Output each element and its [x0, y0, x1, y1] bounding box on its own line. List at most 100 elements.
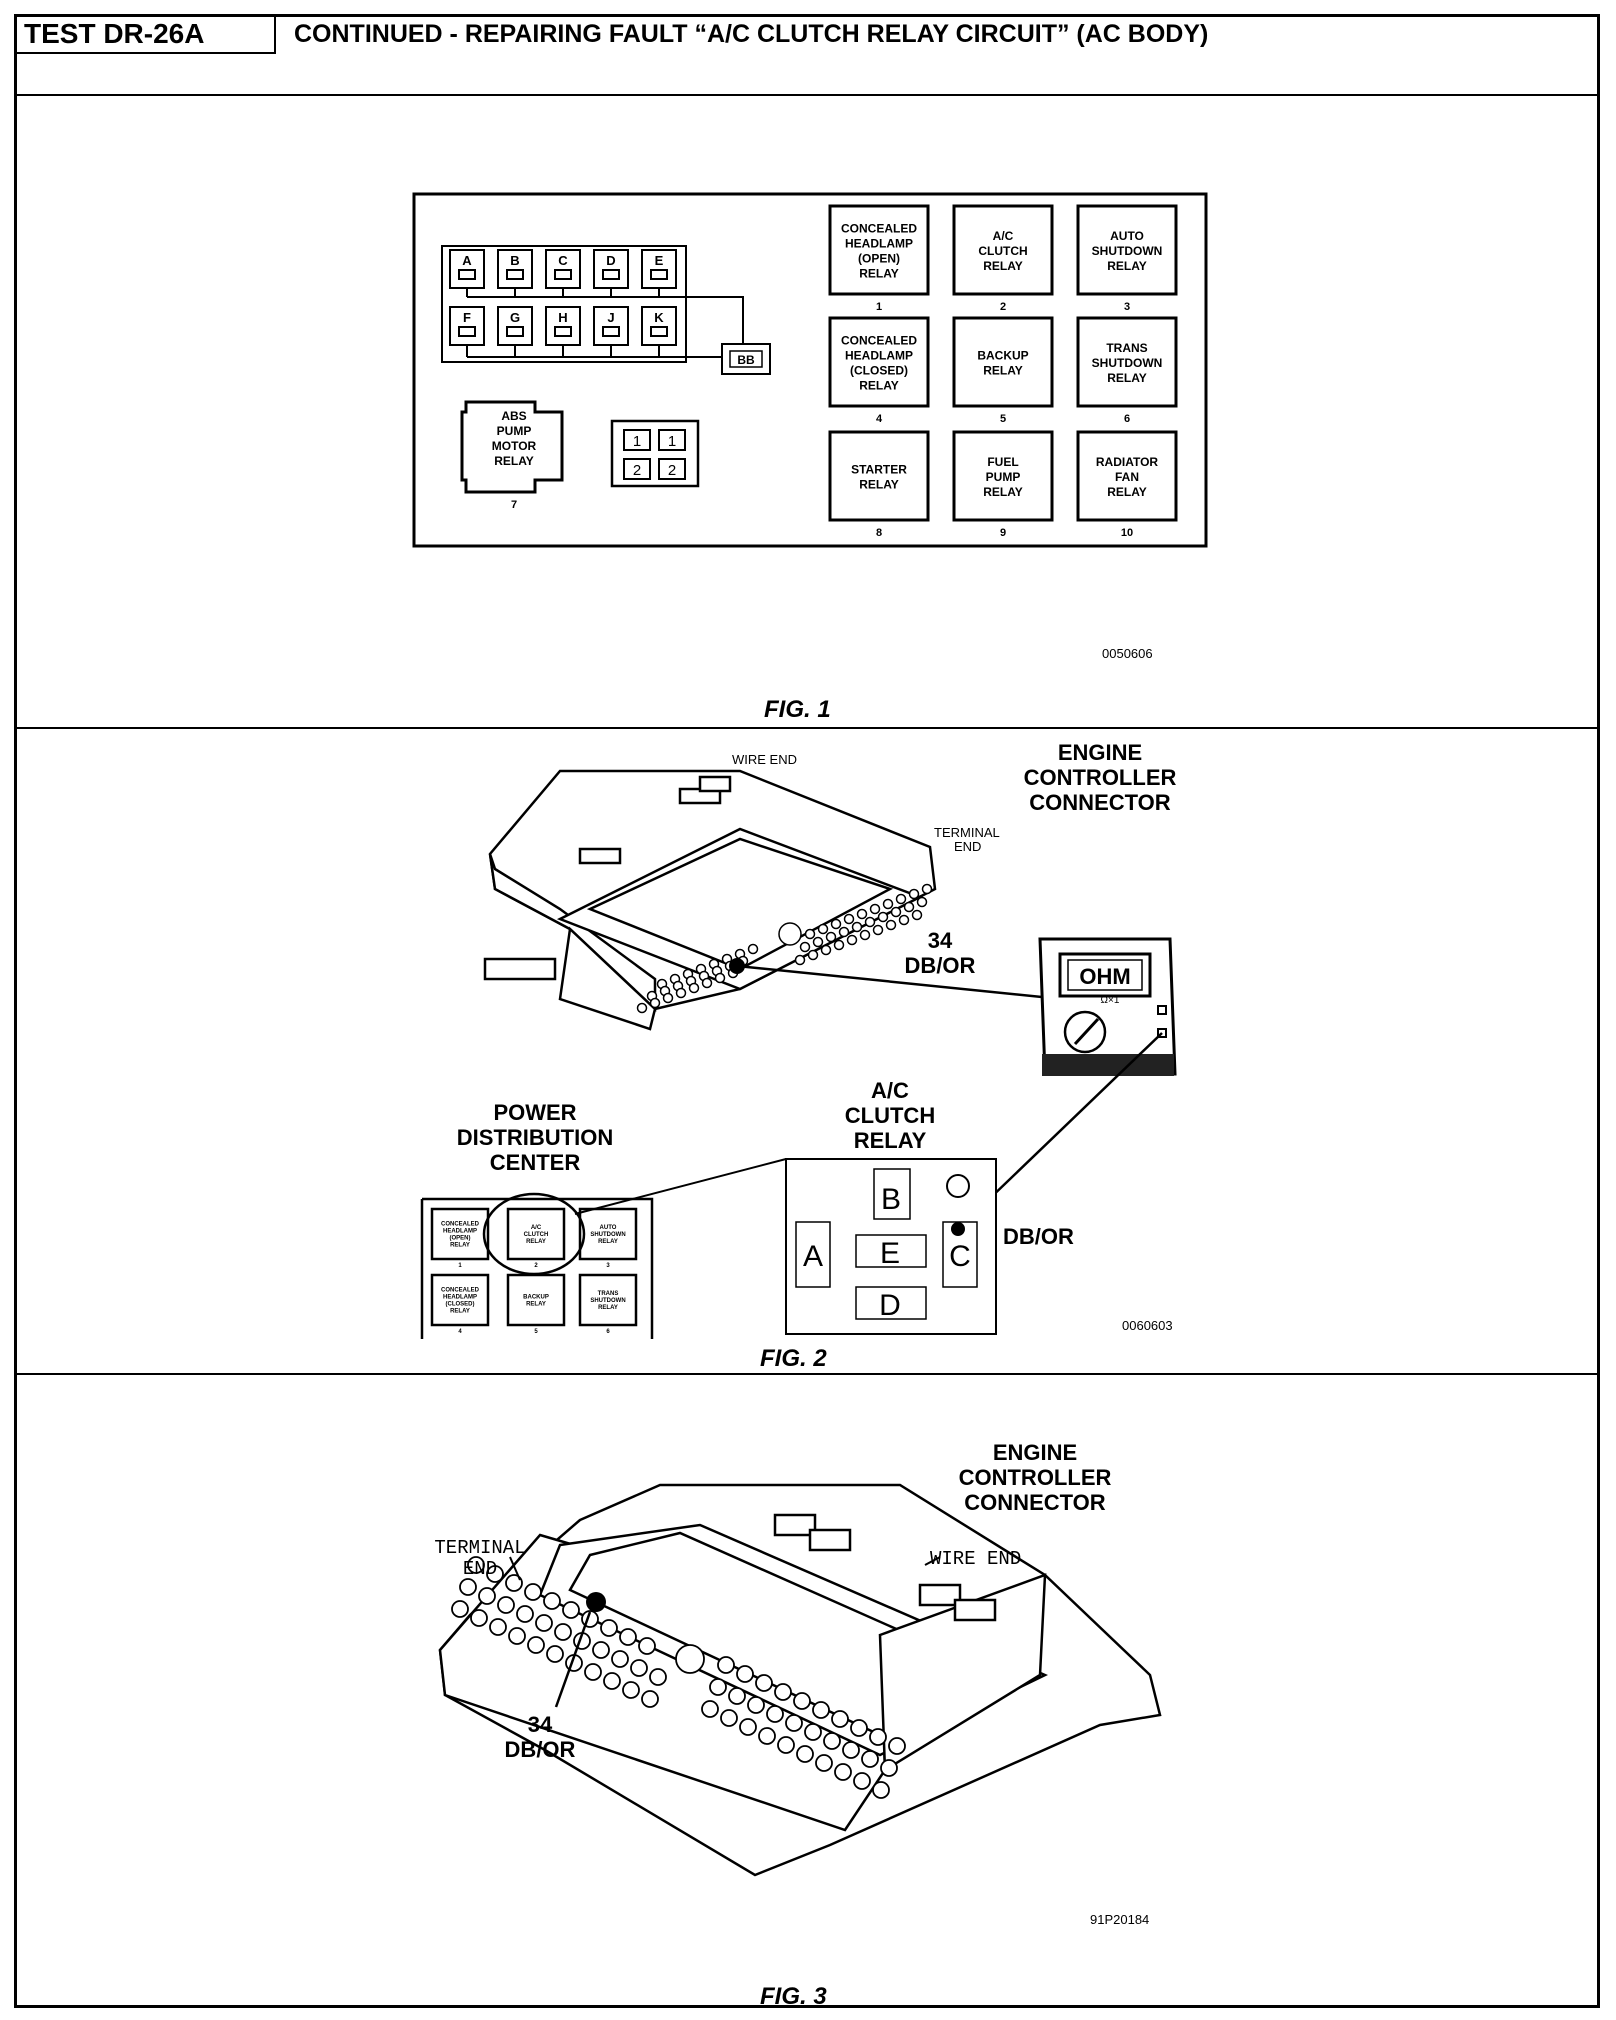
connector-pin [842, 1741, 860, 1759]
connector-pins-large [451, 1556, 906, 1799]
fig2-engine-label: ENGINE CONTROLLER CONNECTOR [1023, 740, 1177, 815]
pdc-relay-number: 2 [534, 1263, 538, 1269]
relay-number: 9 [1000, 527, 1006, 539]
connector-pin [838, 926, 850, 938]
fig3-engine-label: ENGINE CONTROLLER CONNECTOR [958, 1440, 1112, 1515]
small-fuse [623, 429, 651, 451]
pdc-relay-text: RELAY [526, 1302, 546, 1308]
fig3-caption: FIG. 3 [760, 1983, 827, 2010]
connector-pin [524, 1583, 542, 1601]
fig2-relay-label: A/C CLUTCH RELAY [844, 1078, 936, 1153]
connector-pin [864, 916, 876, 928]
pin-34-marker-large [586, 1592, 606, 1612]
connector-key [675, 1644, 705, 1674]
relay-pin-d: D [879, 1289, 901, 1322]
connector-pin [641, 1690, 659, 1708]
relay-number: 1 [876, 301, 882, 313]
relay-text: FUEL [987, 455, 1018, 469]
connector-pin [649, 1668, 667, 1686]
connector-pin [888, 1737, 906, 1755]
connector-pin [890, 906, 902, 918]
connector-pin [535, 1614, 553, 1632]
pdc-label: POWER DISTRIBUTION CENTER [456, 1100, 614, 1175]
fuse-label: A [462, 253, 472, 268]
connector-pin [908, 888, 920, 900]
connector-pin [720, 1709, 738, 1727]
engine-controller-connector-large [438, 1483, 1162, 1877]
relay-text: RELAY [983, 259, 1023, 273]
pdc-relay-number: 6 [606, 1329, 610, 1335]
connector-pin [869, 1728, 887, 1746]
relay-box [1076, 430, 1178, 522]
connector-pin [804, 1723, 822, 1741]
bb-label: BB [737, 353, 755, 367]
ohm-meter [1038, 937, 1177, 1076]
pdc-relay-text: BACKUP [523, 1295, 549, 1301]
abs-relay-text: RELAY [494, 454, 534, 468]
connector-pin [451, 1600, 469, 1618]
relay-number: 8 [876, 527, 882, 539]
fig2-wire-label: DB/OR [1003, 1224, 1074, 1249]
relay-text: BACKUP [977, 349, 1028, 363]
relay-text: (OPEN) [858, 252, 900, 266]
meter-display: OHM [1079, 964, 1130, 989]
pdc-relay-text: HEADLAMP [443, 1229, 477, 1235]
connector-pin [758, 1727, 776, 1745]
fig3-wire-end: WIRE END [930, 1548, 1022, 1570]
zoom-line [574, 1158, 787, 1215]
pdc-relay-text: SHUTDOWN [590, 1298, 625, 1304]
fuse-label: G [510, 310, 520, 325]
pdc-relay-text: CONCEALED [441, 1222, 480, 1228]
pdc-relay-number: 1 [458, 1263, 462, 1269]
connector-pin [823, 1732, 841, 1750]
fuse-icon [506, 326, 524, 337]
relay-text: HEADLAMP [845, 237, 913, 251]
fig3-terminal-end: TERMINAL END [434, 1537, 526, 1580]
connector-key [778, 922, 802, 946]
relay-pin-a: A [803, 1240, 823, 1273]
pdc-relay-number: 4 [458, 1329, 462, 1335]
fig3-code: 91P20184 [1090, 1912, 1150, 1927]
connector-pin [812, 1701, 830, 1719]
pdc-relay-box [430, 1207, 490, 1261]
connector-pin [717, 1656, 735, 1674]
connector-pin [497, 1596, 515, 1614]
relay-box [952, 204, 1054, 296]
fuse-icon [650, 326, 668, 337]
connector-pin [921, 883, 933, 895]
relay-box [828, 430, 930, 522]
connector-pin [831, 1710, 849, 1728]
connector-pin [489, 1618, 507, 1636]
connector-pin [815, 1754, 833, 1772]
relay-number: 10 [1121, 527, 1133, 539]
small-fuse-label: 2 [668, 462, 676, 479]
relay-text: RELAY [859, 379, 899, 393]
connector-pin [736, 1665, 754, 1683]
relay-text: CLUTCH [978, 244, 1027, 258]
relay-text: RELAY [1107, 371, 1147, 385]
fuse-label: E [655, 253, 664, 268]
connector-pin [807, 949, 819, 961]
abs-relay-text: MOTOR [492, 439, 537, 453]
connector-pin [508, 1627, 526, 1645]
small-fuse-label: 2 [633, 462, 641, 479]
connector-pin [861, 1750, 879, 1768]
pdc-relay-box [578, 1273, 638, 1327]
abs-relay-number: 7 [511, 499, 517, 511]
pdc-mini-layout: CONCEALEDHEADLAMP(OPEN)RELAY1A/CCLUTCHRE… [420, 1197, 654, 1339]
connector-pin [846, 934, 858, 946]
fuse-icon [506, 269, 524, 280]
connector-pin [817, 923, 829, 935]
abs-relay-outline [460, 400, 564, 494]
small-fuse [658, 458, 686, 480]
relay-text: RELAY [1107, 259, 1147, 273]
pdc-relay-text: HEADLAMP [443, 1295, 477, 1301]
connector-pin [470, 1609, 488, 1627]
connector-pin [619, 1628, 637, 1646]
pdc-relay-text: CLUTCH [524, 1232, 549, 1238]
connector-pin [675, 987, 687, 999]
connector-pin [825, 931, 837, 943]
connector-pin [701, 1700, 719, 1718]
